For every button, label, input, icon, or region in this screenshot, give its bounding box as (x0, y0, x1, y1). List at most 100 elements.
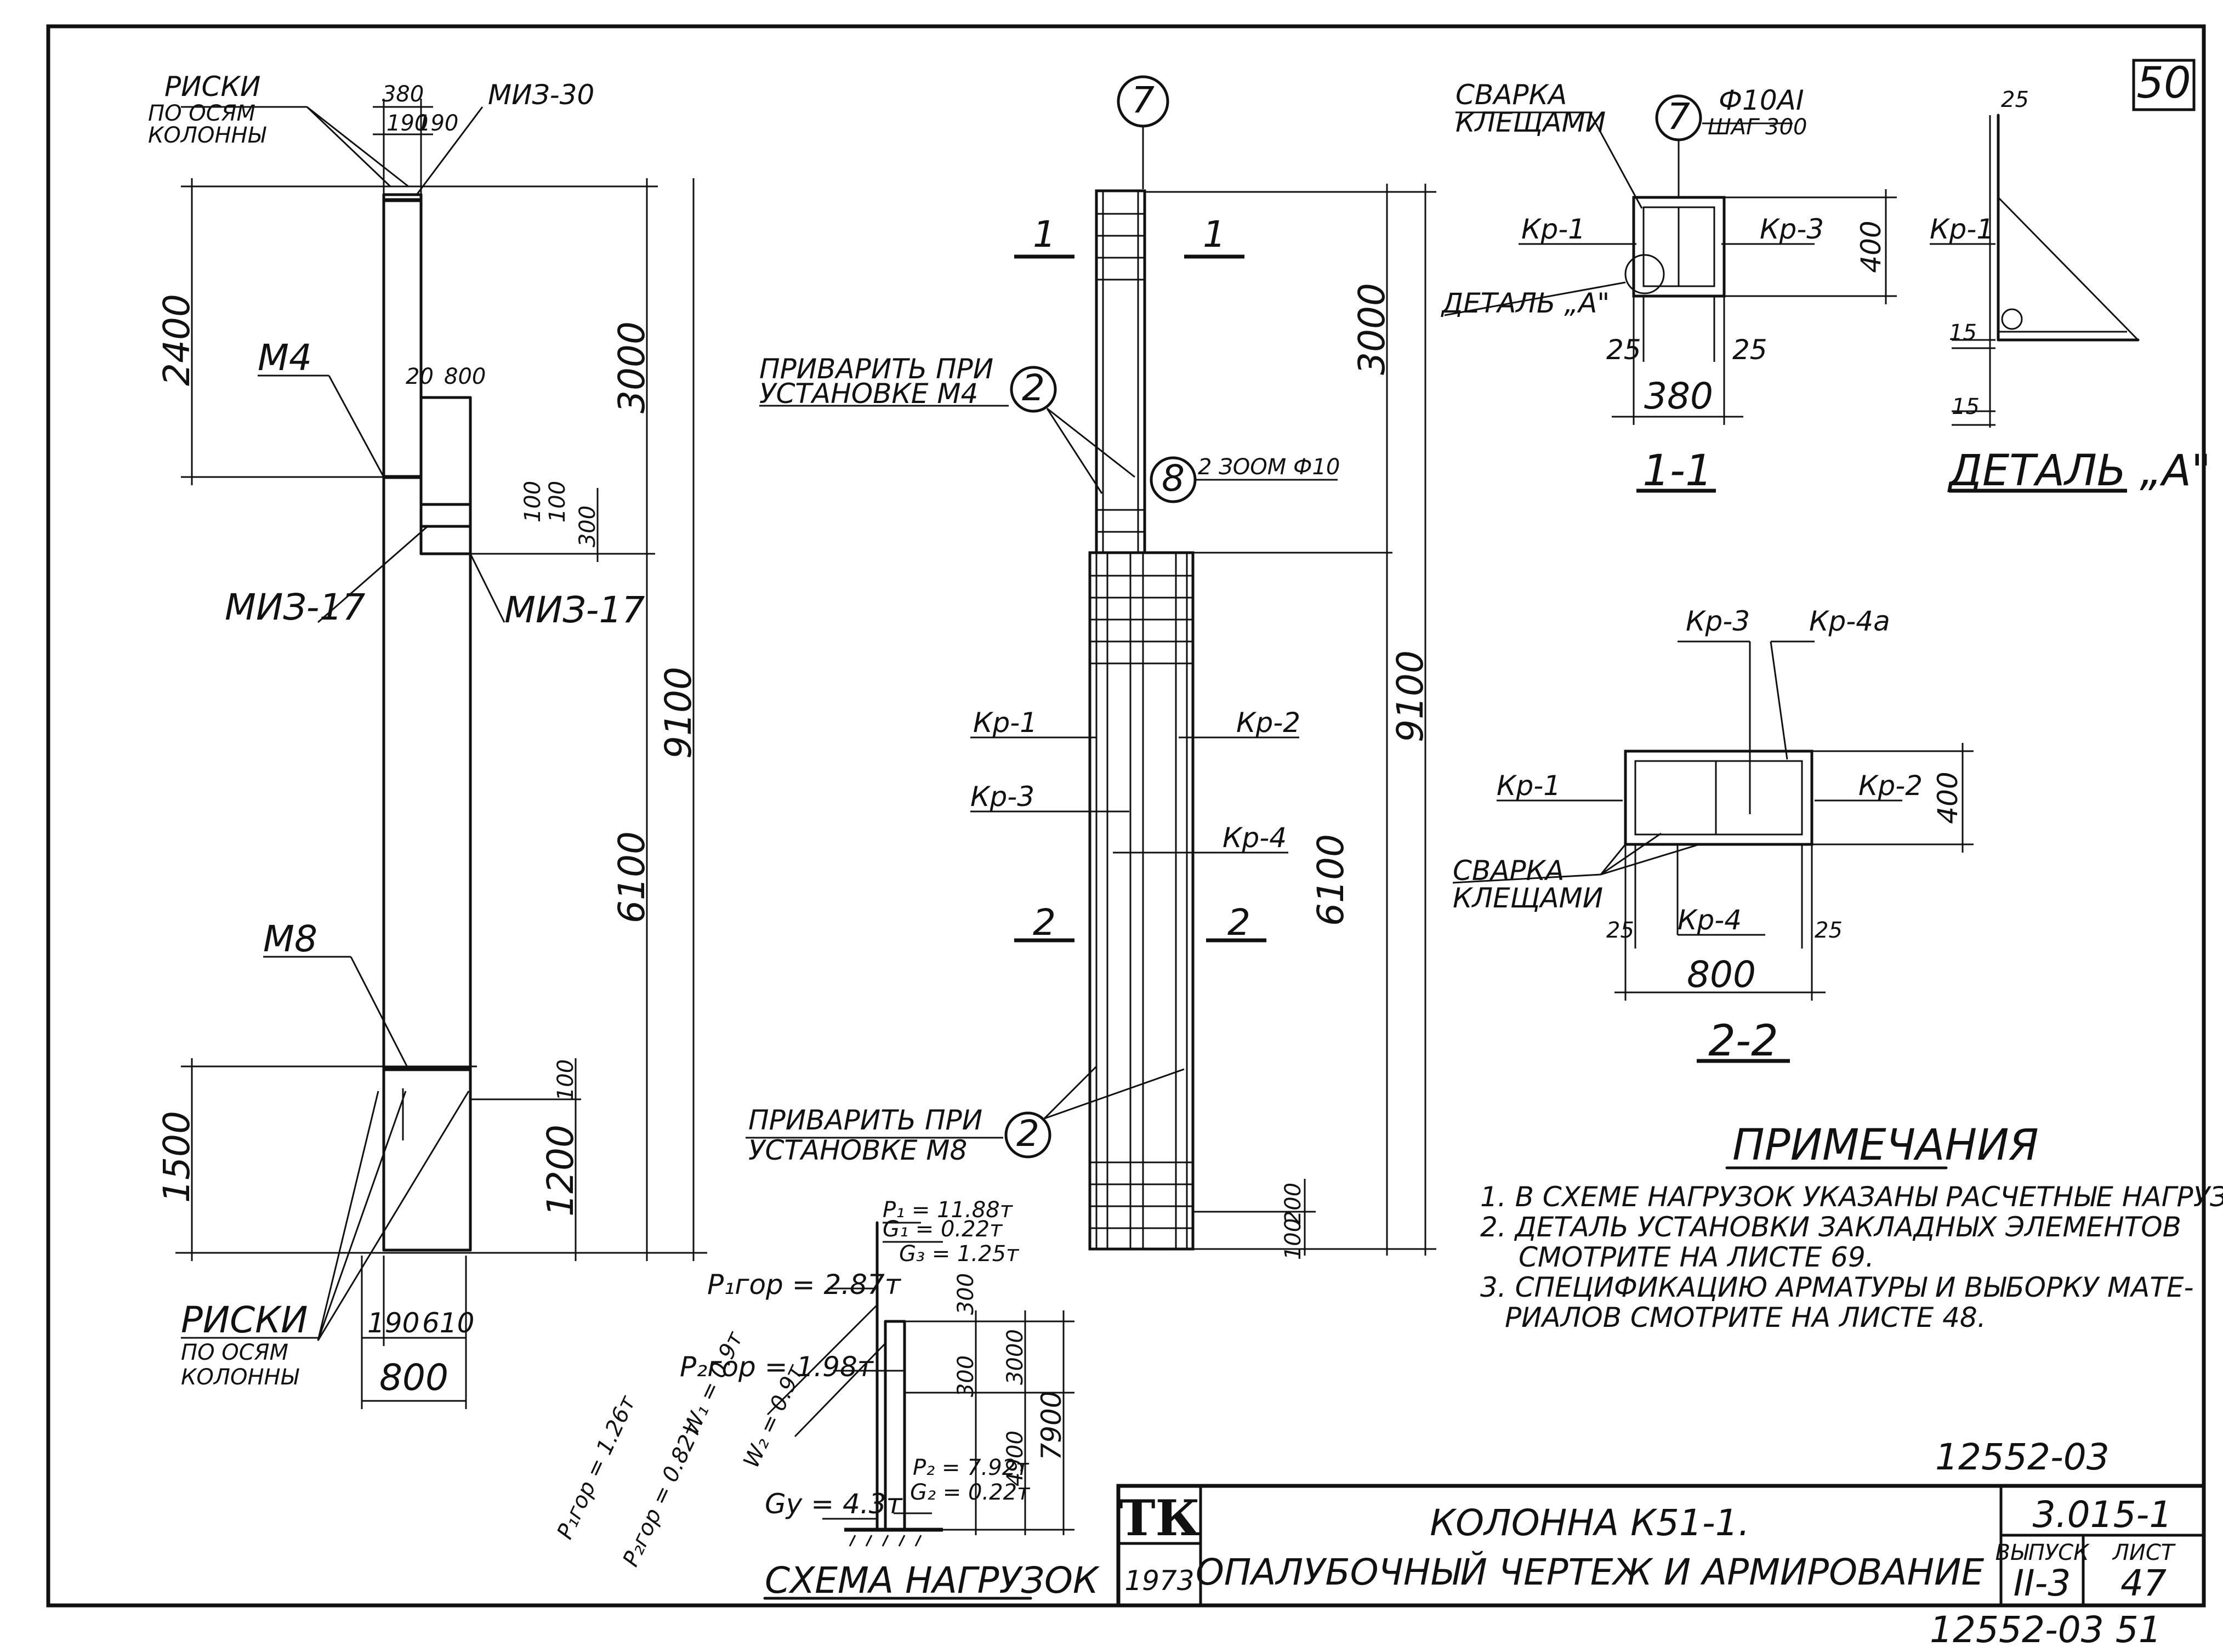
position-2-marker-bottom: 2 (1016, 1112, 1039, 1155)
note-1: 1. В СХЕМЕ НАГРУЗОК УКАЗАНЫ РАСЧЕТНЫЕ НА… (1480, 1181, 2223, 1213)
dim-100-rebar: 100 (1281, 1218, 1306, 1260)
riski-bot-label-1: РИСКИ (181, 1299, 308, 1341)
dim-20: 20 (406, 364, 434, 389)
load-p2: P₂ = 7.92т (913, 1455, 1030, 1480)
note-2: 2. ДЕТАЛЬ УСТАНОВКИ ЗАКЛАДНЫХ ЭЛЕМЕНТОВ (1480, 1211, 2181, 1243)
dim-190a: 190 (386, 111, 428, 136)
mi3-30-label: МИЗ-30 (488, 79, 594, 111)
issue-label: ВЫПУСК (1995, 1540, 2090, 1565)
riski-bot-label-2: ПО ОСЯМ (181, 1340, 288, 1365)
detailA-dim-15b: 15 (1952, 394, 1980, 419)
dim-1200: 1200 (539, 1125, 582, 1217)
s11-dim-400: 400 (1855, 220, 1887, 273)
s22-kr4: Кр-4 (1678, 904, 1742, 936)
s22-dim-800: 800 (1687, 953, 1756, 996)
load-dim-7900: 7900 (1036, 1390, 1067, 1460)
doc-number: 12552-03 (1935, 1436, 2110, 1478)
detailA-dim-25: 25 (2001, 87, 2029, 112)
dim-100b: 100 (545, 481, 570, 523)
s11-step: ШАГ 300 (1708, 115, 1807, 140)
section-1-1-title: 1-1 (1642, 446, 1712, 496)
s11-kr3: Кр-3 (1760, 213, 1824, 245)
load-gy: Gу = 4.3т (765, 1488, 903, 1520)
dim-100c: 100 (553, 1059, 578, 1101)
kr1-label: Кр-1 (973, 707, 1037, 739)
sheet-number: 50 (2136, 59, 2191, 108)
dim-300: 300 (575, 506, 600, 547)
weld-m4-note-1: ПРИВАРИТЬ ПРИ (759, 353, 993, 385)
kr3-label: Кр-3 (970, 781, 1034, 813)
s11-dim-380: 380 (1644, 375, 1713, 417)
s11-detail-ref: ДЕТАЛЬ „А" (1441, 287, 1610, 319)
s11-dim-25a: 25 (1606, 334, 1641, 366)
dim-9100-rebar: 9100 (1389, 650, 1431, 742)
column-elevation (175, 99, 707, 1409)
load-g1: G₁ = 0.22т (883, 1217, 1003, 1242)
title-year: 1973 (1124, 1565, 1194, 1597)
sheet-label: ЛИСТ (2112, 1540, 2176, 1565)
dim-190: 190 (367, 1307, 419, 1339)
load-diagram-title: СХЕМА НАГРУЗОК (765, 1559, 1100, 1602)
load-p1: P₁ = 11.88т (883, 1197, 1014, 1223)
section-2-right: 2 (1227, 901, 1250, 944)
position-7-marker: 7 (1132, 79, 1155, 121)
load-dim-4900: 4900 (1003, 1430, 1028, 1486)
reinforcement-drawing (746, 75, 1436, 1256)
title-line-2: ОПАЛУБОЧНЫЙ ЧЕРТЕЖ И АРМИРОВАНИЕ (1196, 1551, 1985, 1593)
section-1-1-drawing (1444, 94, 1897, 493)
s11-bar: Ф10АI (1719, 84, 1804, 116)
s11-kr1: Кр-1 (1521, 213, 1585, 245)
mi3-17-left-label: МИЗ-17 (225, 586, 365, 628)
load-g2: G₂ = 0.22т (910, 1480, 1031, 1505)
s11-dim-25b: 25 (1732, 334, 1767, 366)
weld-m8-note-1: ПРИВАРИТЬ ПРИ (748, 1104, 982, 1136)
load-dim-3000: 3000 (1003, 1329, 1028, 1385)
load-dim-300a: 300 (953, 1273, 979, 1315)
load-g3: G₃ = 1.25т (899, 1241, 1020, 1267)
s22-kr1: Кр-1 (1497, 770, 1561, 802)
kr4-label: Кр-4 (1223, 822, 1287, 854)
s11-weld-1: СВАРКА (1456, 79, 1567, 111)
dim-610: 610 (422, 1307, 474, 1339)
position-2-marker-top: 2 (1022, 367, 1045, 409)
dim-200-rebar: 200 (1281, 1183, 1306, 1224)
s11-position-7: 7 (1667, 95, 1690, 138)
detailA-kr1: Кр-1 (1930, 213, 1994, 245)
dim-6100-elev: 6100 (611, 831, 653, 923)
series-number: 3.015-1 (2033, 1494, 2173, 1536)
dim-2400: 2400 (156, 294, 198, 386)
bar-note: 2 ЗООМ Ф10 (1198, 455, 1340, 480)
issue-number: II-3 (2014, 1562, 2071, 1604)
sheet-value: 47 (2120, 1562, 2167, 1604)
dim-100a: 100 (520, 481, 545, 523)
dim-190b: 190 (417, 111, 458, 136)
riski-top-label-1: РИСКИ (164, 71, 260, 103)
load-p1gor-x: P₁гор = 2.87т (707, 1269, 902, 1301)
dim-380-top: 380 (382, 82, 424, 107)
section-2-2-title: 2-2 (1708, 1017, 1778, 1066)
riski-top-label-3: КОЛОННЫ (148, 123, 267, 148)
footer-stamp: 12552-03 51 (1930, 1609, 2162, 1651)
dim-800-bottom: 800 (379, 1356, 448, 1399)
section-2-2-drawing (1452, 640, 1974, 1063)
sheet-number-box (2132, 59, 2196, 111)
position-8-marker: 8 (1162, 457, 1185, 499)
dim-3000-elev: 3000 (611, 321, 653, 413)
dim-9100-elev: 9100 (657, 667, 700, 759)
dim-6100-rebar: 6100 (1310, 834, 1352, 926)
dim-3000-rebar: 3000 (1351, 283, 1393, 375)
title-block-frame (1116, 1484, 2206, 1608)
s22-dim-400: 400 (1932, 771, 1964, 824)
organization-logo: ТК (1119, 1489, 1201, 1547)
s22-dim-25b: 25 (1815, 918, 1843, 943)
note-2-cont: СМОТРИТЕ НА ЛИСТЕ 69. (1519, 1241, 1874, 1273)
section-1-right: 1 (1203, 213, 1226, 256)
load-p2gor-x: P₂гор = 1.98т (680, 1351, 874, 1383)
dim-800: 800 (444, 364, 486, 389)
load-p1gor-y: P₁гор = 1.26т (552, 1391, 641, 1543)
note-3-cont: РИАЛОВ СМОТРИТЕ НА ЛИСТЕ 48. (1505, 1302, 1986, 1333)
detailA-dim-15a: 15 (1949, 320, 1977, 345)
mi3-17-right-label: МИЗ-17 (504, 589, 645, 631)
weld-m4-note-2: УСТАНОВКЕ М4 (759, 378, 978, 410)
detail-a-drawing (1930, 113, 2140, 493)
